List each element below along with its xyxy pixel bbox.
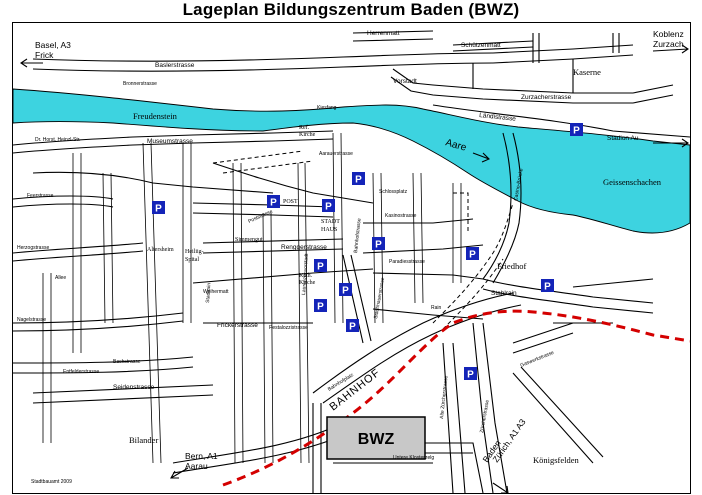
label-herrenmatt: Herrenmatt	[367, 30, 400, 37]
label-poststrasse: Poststrasse	[247, 209, 274, 225]
label-haus: HAUS	[321, 227, 337, 233]
label-heiligspital-1: Heiliig-	[185, 249, 204, 255]
label-stadt: STADT	[321, 219, 340, 225]
label-bern: Bern, A1	[185, 451, 218, 461]
parking-icon: P	[339, 283, 352, 297]
label-allee: Allee	[55, 275, 66, 281]
label-schuetzenmatt: Schützenmatt	[461, 42, 501, 49]
svg-text:P: P	[317, 262, 324, 273]
label-post: POST	[283, 199, 298, 205]
label-bahnhof: BAHNHOF	[327, 366, 382, 413]
label-laendistrasse: Ländistrasse	[479, 112, 517, 123]
label-basel: Basel, A3	[35, 40, 71, 50]
label-gaswerkstrasse: Gaswerkstrasse	[520, 350, 556, 369]
label-ref-kirche-2: Kirche	[299, 132, 316, 138]
label-seidenstrasse: Seidenstrasse	[113, 384, 155, 391]
railway-line	[222, 309, 690, 487]
label-bachstrasse: Bachstrasse	[113, 359, 141, 365]
label-frick: Frick	[35, 50, 54, 60]
label-museumstrasse: Museumstrasse	[147, 138, 193, 145]
street-network	[13, 30, 690, 493]
label-herzogstrasse: Herzogstrasse	[17, 245, 49, 251]
label-zurzach: Zurzach	[653, 39, 684, 49]
svg-text:P: P	[375, 240, 382, 251]
parking-icon: P	[352, 172, 365, 186]
svg-text:P: P	[325, 202, 332, 213]
svg-text:P: P	[469, 250, 476, 261]
label-zuercherstrasse: Zürcherstrasse	[479, 399, 491, 433]
svg-text:P: P	[573, 126, 580, 137]
label-kath-kirche-2: Kirche	[299, 280, 316, 286]
label-bahnhofstrasse: Bahnhofstrasse	[353, 218, 363, 253]
parking-icon: P	[322, 199, 335, 213]
bwz-building: BWZ	[326, 416, 426, 460]
parking-icon: P	[267, 195, 280, 209]
label-heiligspital-2: Spital	[185, 257, 199, 263]
label-laurenzenvorstadt: Laurenzenvorstadt	[301, 253, 310, 295]
parking-icon: P	[314, 299, 327, 313]
aare-river	[13, 88, 690, 234]
label-nagelstrasse: Nagelstrasse	[17, 317, 46, 323]
label-feerstrasse: Feerstrasse	[27, 193, 54, 199]
label-baslerstrasse: Baslerstrasse	[155, 62, 195, 69]
parking-icon: P	[346, 319, 359, 333]
label-geissenschachen: Geissenschachen	[603, 177, 662, 187]
label-aarauerstrasse: Aarauerstrasse	[319, 151, 353, 157]
label-stadtrain: Stadtrain	[205, 283, 212, 304]
direction-labels: Basel, A3 Frick Koblenz Zurzach Stadion …	[35, 29, 684, 471]
svg-text:P: P	[317, 302, 324, 313]
svg-text:P: P	[355, 175, 362, 186]
parking-icon: P	[466, 247, 479, 261]
label-casinobruecke: Casino-Brücke	[513, 168, 525, 202]
page-title: Lageplan Bildungszentrum Baden (BWZ)	[182, 0, 520, 19]
label-vorstadt: Vorstadt	[393, 78, 417, 85]
bwz-label: BWZ	[358, 431, 395, 448]
svg-text:P: P	[349, 322, 356, 333]
label-frickerstrasse: Frickerstrasse	[217, 322, 258, 329]
parking-icon: P	[314, 259, 327, 273]
parking-icon: P	[464, 367, 477, 381]
parking-icon: P	[372, 237, 385, 251]
svg-text:P: P	[270, 198, 277, 209]
city-map: BWZ P P P P P P P P P P P P P Basel, A3 …	[13, 29, 690, 493]
label-koblenz: Koblenz	[653, 29, 684, 39]
footer-note: Stadtbauamt 2009	[31, 479, 72, 485]
label-kiesfang: Kiesfang	[317, 105, 337, 111]
street-labels: Baslerstrasse Herrenmatt Schützenmatt Vo…	[17, 30, 572, 461]
svg-text:P: P	[467, 370, 474, 381]
label-kaserne: Kaserne	[573, 67, 601, 77]
label-aarau: Aarau	[185, 461, 208, 471]
label-rain: Rain	[431, 305, 442, 311]
label-freudenstein: Freudenstein	[133, 111, 178, 121]
parking-icon: P	[570, 123, 583, 137]
label-simmengut: Simmengut	[235, 237, 263, 243]
label-stadion: Stadion Au	[607, 135, 639, 142]
label-pestalozzi: Pestalozzistrasse	[269, 325, 308, 331]
label-kasinostrasse: Kasinostrasse	[385, 213, 417, 219]
map-frame: BWZ P P P P P P P P P P P P P Basel, A3 …	[12, 22, 691, 494]
svg-text:P: P	[544, 282, 551, 293]
label-altersheim: Altersheim	[147, 247, 174, 253]
label-untere-kluster: Untere Klosterzelg	[393, 455, 434, 461]
label-ref-kirche-1: Ref.	[299, 124, 310, 131]
svg-text:P: P	[342, 286, 349, 297]
parking-markers: P P P P P P P P P P P P P	[152, 123, 583, 381]
label-paradiesstrasse: Paradiesstrasse	[389, 259, 425, 265]
label-entfelderstr: Entfelderstrasse	[63, 369, 99, 375]
label-alte-zuercherstr: Alte Zürcherstrasse	[439, 375, 450, 419]
label-schlossplatz: Schlossplatz	[379, 189, 408, 195]
label-weihermatt: Weihermatt	[203, 289, 229, 295]
label-stahlrain: Stahlrain	[491, 290, 517, 297]
label-friedhof: Friedhof	[497, 261, 526, 271]
label-koenigsfelden: Königsfelden	[533, 455, 580, 465]
label-renggerstrasse: Renggerstrasse	[281, 244, 327, 251]
parking-icon: P	[152, 201, 165, 215]
label-bronnerstrasse: Bronnerstrasse	[123, 81, 157, 87]
label-zurzacherstrasse: Zurzacherstrasse	[521, 94, 572, 101]
label-dr-heinz: Dr. Horst. Heinzl-Str.	[35, 137, 81, 143]
label-bilander: Bilander	[129, 435, 158, 445]
label-kath-kirche-1: Kath.	[299, 273, 313, 279]
svg-text:P: P	[155, 204, 162, 215]
parking-icon: P	[541, 279, 554, 293]
